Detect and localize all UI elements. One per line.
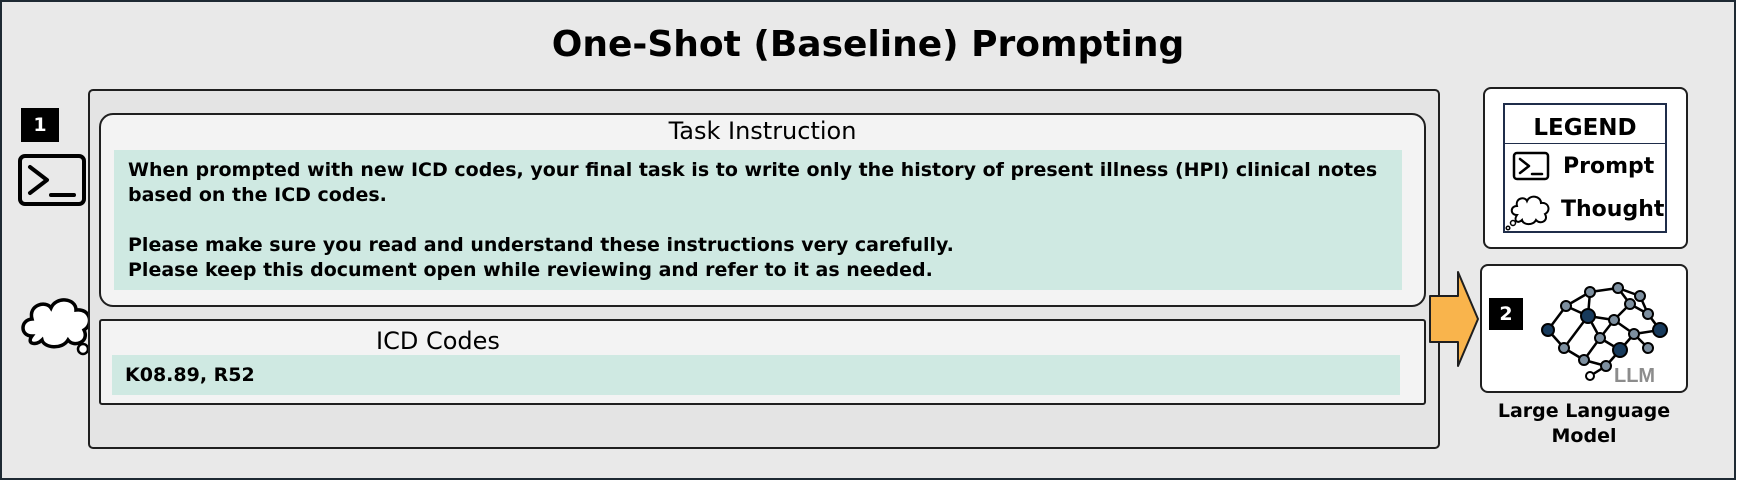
- instruction-line-keep-open: Please keep this document open while rev…: [128, 259, 933, 281]
- instruction-paragraph: When prompted with new ICD codes, your f…: [128, 159, 1378, 206]
- legend-divider: [1505, 143, 1665, 144]
- icd-codes-heading: ICD Codes: [376, 327, 500, 355]
- diagram-title: One-Shot (Baseline) Prompting: [551, 24, 1185, 65]
- task-instruction-card: Task Instruction When prompted with new …: [99, 113, 1426, 307]
- llm-caption-line-2: Model: [1551, 425, 1617, 447]
- instruction-line-read: Please make sure you read and understand…: [128, 234, 954, 256]
- legend-prompt-label: Prompt: [1563, 154, 1655, 179]
- llm-network-icon: LLM: [1541, 282, 1668, 384]
- task-instruction-heading: Task Instruction: [668, 117, 857, 145]
- prompt-panel: Task Instruction When prompted with new …: [88, 89, 1440, 449]
- llm-box: 2: [1480, 264, 1688, 393]
- llm-caption-line-1: Large Language: [1497, 400, 1671, 422]
- legend-box: LEGEND Prompt Thought: [1483, 87, 1688, 249]
- icd-codes-card: ICD Codes K08.89, R52: [99, 319, 1426, 405]
- prompt-terminal-icon: [18, 154, 86, 206]
- legend-title: LEGEND: [1533, 115, 1637, 141]
- legend-thought-icon: [1505, 195, 1550, 231]
- flow-arrow: [1429, 271, 1479, 367]
- step-2-badge: 2: [1489, 298, 1523, 330]
- legend-thought-label: Thought: [1561, 197, 1665, 222]
- legend-prompt-icon: [1512, 151, 1550, 181]
- llm-icon-text: LLM: [1614, 365, 1655, 384]
- icd-codes-value: K08.89, R52: [112, 355, 1400, 395]
- step-1-badge: 1: [21, 108, 59, 142]
- llm-caption: Large Language Model: [1480, 399, 1688, 449]
- legend-inner: LEGEND Prompt Thought: [1503, 103, 1667, 233]
- task-instruction-text: When prompted with new ICD codes, your f…: [114, 150, 1402, 290]
